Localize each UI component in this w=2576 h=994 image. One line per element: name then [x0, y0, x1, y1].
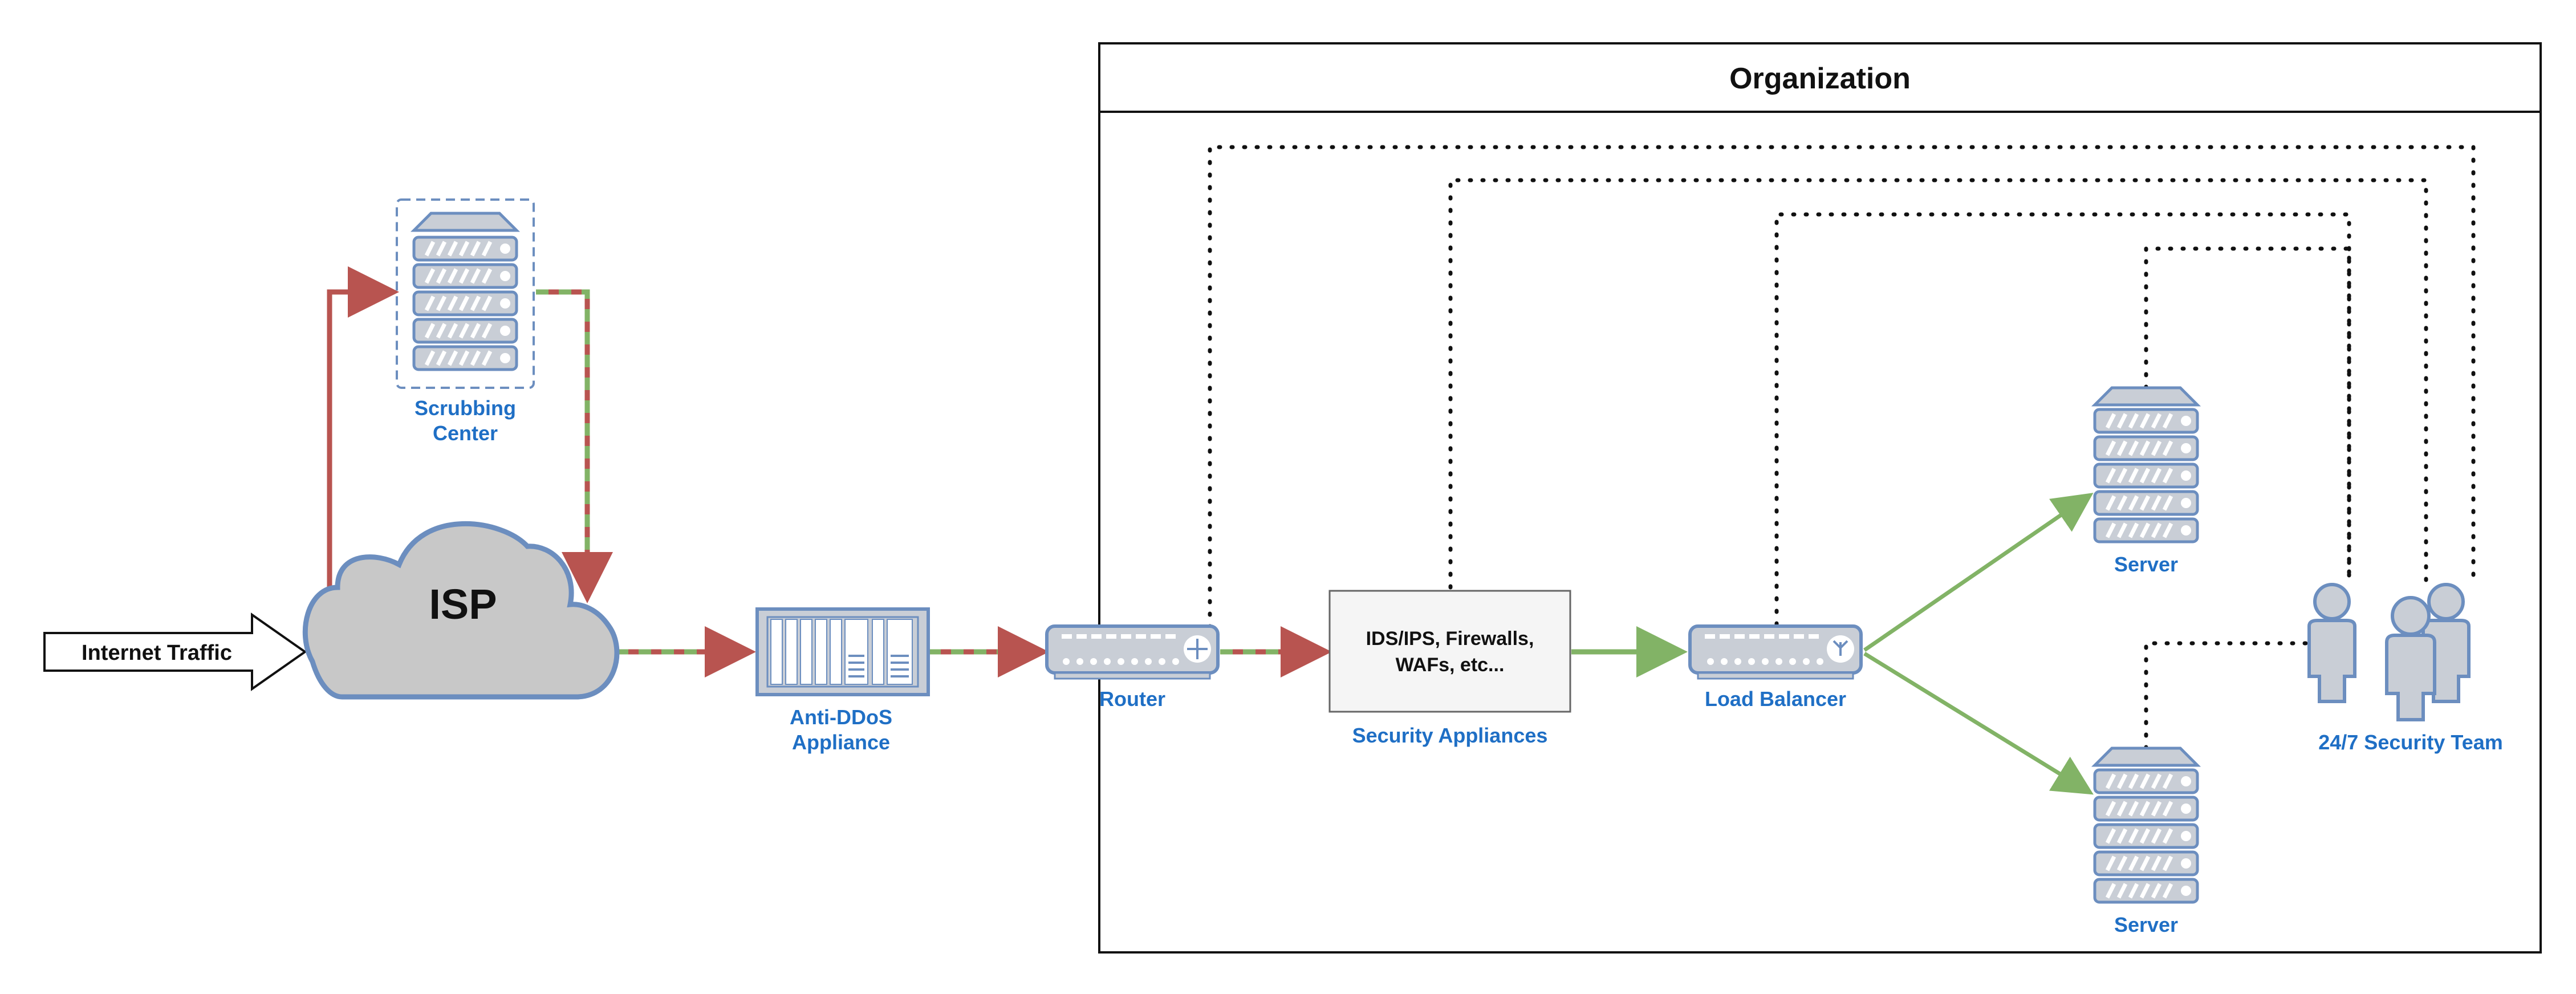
flow-lb-to-server-bottom [1863, 652, 2094, 795]
security-appliances-caption: Security Appliances [1352, 724, 1548, 747]
security-appliances: IDS/IPS, Firewalls, WAFs, etc... Securit… [1328, 590, 1571, 747]
security-team: 24/7 Security Team [2307, 583, 2503, 754]
flow-lb-to-server-top [1863, 493, 2094, 652]
monitoring-links [1208, 145, 2476, 750]
server-top-label: Server [2114, 553, 2178, 576]
monitor-link-router [1208, 145, 2476, 630]
isp-label: ISP [429, 581, 497, 628]
antiddos-appliance: Anti-DDoS Appliance [755, 607, 930, 754]
isp-cloud: ISP [302, 521, 620, 700]
security-appliances-line-1: IDS/IPS, Firewalls, [1366, 628, 1534, 650]
server-bottom: Server [2091, 746, 2201, 936]
server-bottom-icon [2091, 746, 2201, 902]
security-team-icon [2307, 583, 2471, 721]
monitor-link-security-appliances [1448, 178, 2428, 590]
organization-title: Organization [1729, 62, 1911, 95]
traffic-flows [327, 266, 2094, 795]
router: Router [1045, 624, 1220, 711]
flow-scrubbing-to-isp [536, 289, 613, 603]
server-top: Server [2091, 386, 2201, 576]
security-appliances-box [1328, 590, 1571, 713]
internet-traffic-arrow: Internet Traffic [43, 612, 307, 691]
router-label: Router [1099, 687, 1165, 711]
internet-traffic-label: Internet Traffic [82, 641, 232, 665]
scrubbing-center: Scrubbing Center [396, 198, 535, 445]
antiddos-appliance-icon [755, 607, 930, 696]
load-balancer: Load Balancer [1688, 624, 1863, 711]
server-top-icon [2091, 386, 2201, 542]
scrubbing-label-1: Scrubbing [415, 396, 516, 420]
scrubbing-label-2: Center [433, 421, 498, 445]
security-team-label: 24/7 Security Team [2318, 731, 2503, 754]
antiddos-label-2: Appliance [792, 731, 890, 754]
organization-container: Organization [1098, 42, 2542, 954]
router-icon [1045, 624, 1220, 680]
scrubbing-center-frame [396, 198, 535, 389]
server-bottom-label: Server [2114, 913, 2178, 936]
scrubbing-server-icon [410, 212, 521, 370]
monitor-link-server-top [2144, 246, 2351, 578]
flow-isp-to-scrubbing [327, 266, 399, 598]
load-balancer-label: Load Balancer [1705, 687, 1846, 711]
load-balancer-icon [1688, 624, 1863, 680]
antiddos-label-1: Anti-DDoS [790, 705, 892, 729]
security-appliances-line-2: WAFs, etc... [1396, 654, 1505, 676]
